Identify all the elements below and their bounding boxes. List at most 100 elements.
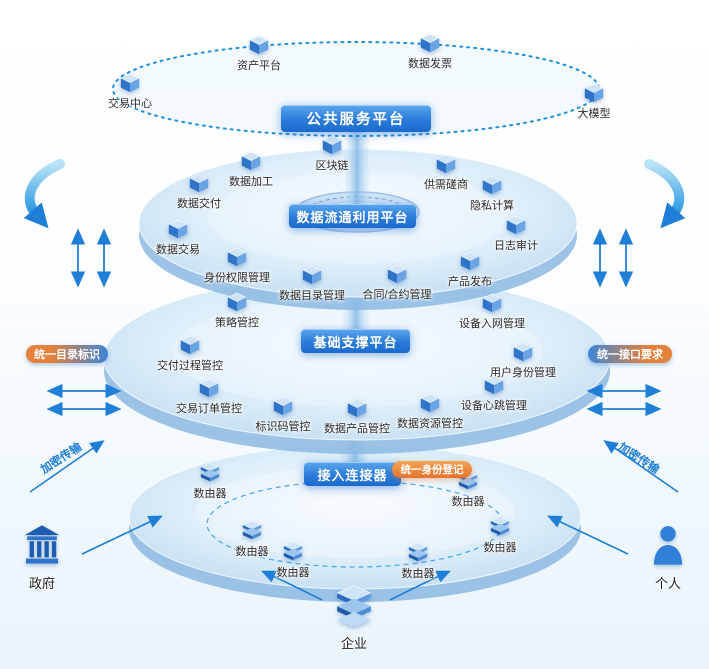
circulation-platform-node: 隐私计算 (444, 174, 540, 213)
node-label: 数由器 (193, 488, 227, 500)
public-ring-node: 交易中心 (82, 72, 178, 111)
gov-icon (22, 524, 62, 566)
node-label: 数据资源管控 (397, 418, 463, 430)
gov-to-connector-arrow (81, 515, 163, 555)
public-ring-node: 数据发票 (382, 32, 478, 71)
unified-catalog-identifier-badge: 统一目录标识 (26, 345, 108, 363)
circulation-platform-node: 合同/合约管理 (349, 263, 445, 302)
enterprise-to-connector-arrow (261, 570, 323, 601)
center-column-upper (345, 126, 369, 210)
circulation-platform-node: 供需磋商 (398, 153, 494, 192)
connector-router-node: 数由器 (420, 470, 516, 509)
node-label: 合同/合约管理 (362, 289, 432, 301)
connector-router-node: 数由器 (245, 541, 341, 580)
person-to-connector-arrow (547, 515, 629, 555)
support-platform-node: 交易订单管控 (161, 377, 257, 416)
device-icon (505, 214, 527, 236)
unified-identity-registration-badge: 统一身份登记 (392, 461, 472, 478)
router-icon (282, 541, 304, 563)
node-label: 数据加工 (229, 176, 273, 188)
node-label: 产品发布 (448, 276, 492, 288)
node-label: 大模型 (577, 108, 611, 120)
circulation-platform-node: 身份权限管理 (189, 246, 285, 285)
device-icon (167, 218, 189, 240)
node-label: 企业 (340, 636, 367, 651)
circulation-platform-node: 数据加工 (203, 150, 299, 189)
support-platform-node: 交付过程管控 (142, 334, 238, 373)
node-label: 用户身份管理 (490, 367, 556, 379)
entity-person: 个人 (620, 524, 709, 592)
enterprise-to-connector-arrow (389, 570, 451, 601)
enterprise-icon (334, 584, 374, 626)
data-circulation-platform-badge: 数据流通利用平台 (289, 204, 416, 228)
device-icon (226, 291, 248, 313)
support-platform-node: 标识码管控 (235, 395, 331, 434)
cycle-arrow-left (23, 159, 65, 229)
connector-router-node: 数由器 (204, 520, 300, 559)
router-icon (199, 462, 221, 484)
device-icon (240, 150, 262, 172)
device-icon (321, 134, 343, 156)
node-label: 区块链 (315, 160, 349, 172)
entity-enterprise: 企业 (306, 584, 402, 652)
node-label: 数由器 (235, 546, 269, 558)
support-platform-node: 设备心跳管理 (446, 374, 542, 413)
node-label: 数据发票 (408, 58, 452, 70)
node-label: 隐私计算 (470, 200, 514, 212)
device-icon (346, 397, 368, 419)
node-label: 策略管控 (215, 317, 259, 329)
cycle-arrow-right (644, 159, 686, 229)
support-platform-node: 数据资源管控 (382, 392, 478, 431)
device-icon (512, 341, 534, 363)
device-icon (386, 263, 408, 285)
circulation-platform-node: 数据交易 (130, 218, 226, 257)
node-label: 数据产品管控 (324, 423, 390, 435)
person-icon (648, 524, 688, 566)
connector-router-node: 数由器 (452, 516, 548, 555)
encrypted-arrow-left (29, 440, 105, 493)
node-label: 交易订单管控 (176, 403, 242, 415)
device-icon (198, 377, 220, 399)
device-icon (179, 334, 201, 356)
device-icon (481, 174, 503, 196)
node-label: 日志审计 (494, 240, 538, 252)
node-label: 供需磋商 (424, 179, 468, 191)
entity-gov: 政府 (0, 524, 90, 592)
public-ring-node: 资产平台 (211, 34, 307, 73)
support-platform-node: 策略管控 (189, 291, 285, 330)
device-icon (248, 34, 270, 56)
node-label: 数据目录管理 (279, 290, 345, 302)
device-icon (272, 395, 294, 417)
circulation-platform-node: 产品发布 (422, 250, 518, 289)
node-label: 设备入网管理 (459, 318, 525, 330)
device-icon (188, 172, 210, 194)
device-icon (459, 250, 481, 272)
node-label: 数由器 (276, 567, 310, 579)
device-icon (301, 264, 323, 286)
connector-router-node: 数由器 (162, 462, 258, 501)
device-icon (226, 246, 248, 268)
device-icon (483, 374, 505, 396)
node-label: 资产平台 (237, 60, 281, 72)
node-label: 身份权限管理 (204, 272, 270, 284)
device-icon (481, 292, 503, 314)
circulation-platform-node: 数据交付 (151, 172, 247, 211)
encrypted-arrow-right (603, 440, 679, 493)
circulation-platform-node: 数据目录管理 (264, 264, 360, 303)
circulation-platform-node: 区块链 (284, 134, 380, 173)
support-platform-node: 数据产品管控 (309, 397, 405, 436)
connector-router-node: 数由器 (370, 542, 466, 581)
device-icon (119, 72, 141, 94)
node-label: 标识码管控 (255, 421, 311, 433)
unified-interface-requirement-badge: 统一接口要求 (588, 345, 672, 363)
access-connector-badge: 接入连接器 (304, 462, 401, 486)
node-label: 个人 (654, 576, 681, 591)
node-label: 政府 (28, 576, 55, 591)
device-icon (435, 153, 457, 175)
circulation-platform-node: 日志审计 (468, 214, 564, 253)
router-icon (489, 516, 511, 538)
support-platform-node: 设备入网管理 (444, 292, 540, 331)
device-icon (419, 392, 441, 414)
